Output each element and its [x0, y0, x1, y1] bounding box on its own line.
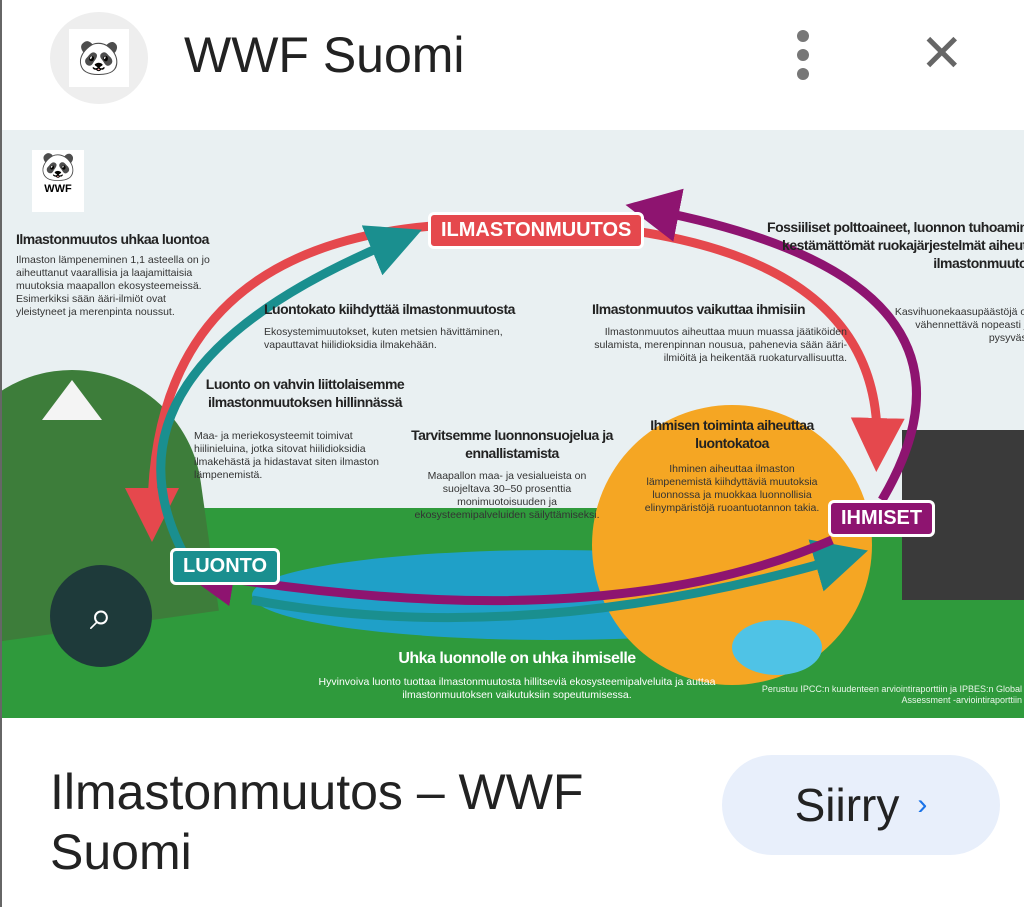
- source-note: Perustuu IPCC:n kuudenteen arviointirapo…: [761, 684, 1022, 705]
- block-text: Maa- ja meriekosysteemit toimivat hiilin…: [194, 430, 380, 481]
- block-text: Ihminen aiheuttaa ilmaston lämpenemistä …: [644, 463, 820, 514]
- block-text: Hyvinvoiva luonto tuottaa ilmastonmuutos…: [318, 676, 716, 701]
- block-text: Maapallon maa- ja vesialueista on suojel…: [414, 470, 600, 521]
- arrow-nature-to-humans: [251, 539, 868, 623]
- block-title: Uhka luonnolle on uhka ihmiselle: [398, 650, 636, 667]
- label-nature: LUONTO: [170, 548, 281, 585]
- block-text: Ekosystemimuutokset, kuten metsien hävit…: [264, 326, 503, 351]
- label-climate: ILMASTONMUUTOS: [428, 212, 645, 249]
- wwf-logo-text: WWF: [44, 183, 72, 195]
- cycle-arrows: [125, 188, 921, 623]
- site-logo[interactable]: 🐼: [50, 12, 148, 104]
- wwf-logo: 🐼WWF: [32, 150, 84, 212]
- block-text: Ilmastonmuutos aiheuttaa muun muassa jää…: [594, 326, 847, 364]
- arrow-nature-to-climate: [156, 225, 422, 563]
- header: 🐼 WWF Suomi ✕: [2, 0, 1024, 130]
- arrow-humans-to-nature: [180, 535, 834, 607]
- chevron-right-icon: ›: [917, 788, 928, 821]
- result-title[interactable]: Ilmastonmuutos – WWF Suomi: [50, 764, 584, 880]
- block-title: Ilmastonmuutos vaikuttaa ihmisiin: [592, 301, 806, 317]
- label-humans: IHMISET: [828, 500, 936, 537]
- more-vert-icon[interactable]: [792, 30, 814, 80]
- close-icon[interactable]: ✕: [920, 25, 964, 83]
- site-name: WWF Suomi: [184, 27, 465, 83]
- block-title: Ilmastonmuutos uhkaa luontoa: [16, 231, 209, 247]
- go-button[interactable]: Siirry ›: [722, 755, 1000, 855]
- block-title: Ihmisen toiminta aiheuttaa luontokatoa: [650, 417, 814, 451]
- arrow-climate-to-nature: [125, 221, 433, 542]
- arrow-humans-to-climate: [625, 188, 921, 503]
- block-title: Tarvitsemme luonnonsuojelua ja ennallist…: [411, 427, 613, 461]
- block-text: Kasvihuonekaasupäästöjä on vähennettävä …: [894, 306, 1024, 344]
- pond: [732, 620, 822, 675]
- panda-icon: 🐼: [40, 151, 76, 182]
- block-text: Ilmaston lämpeneminen 1,1 asteella on jo…: [16, 254, 210, 318]
- go-button-label: Siirry: [794, 779, 900, 831]
- lens-search-icon[interactable]: ⌕: [50, 565, 152, 667]
- infographic-image[interactable]: 🐼WWF ILMASTONMUUTOS LUONTO IHMISET Ilmas…: [2, 130, 1024, 718]
- panda-icon: 🐼: [69, 29, 129, 87]
- block-title: Fossiiliset polttoaineet, luonnon tuhoam…: [767, 219, 1024, 271]
- block-title: Luonto on vahvin liittolaisemme ilmaston…: [205, 376, 405, 410]
- block-title: Luontokato kiihdyttää ilmastonmuutosta: [264, 301, 515, 317]
